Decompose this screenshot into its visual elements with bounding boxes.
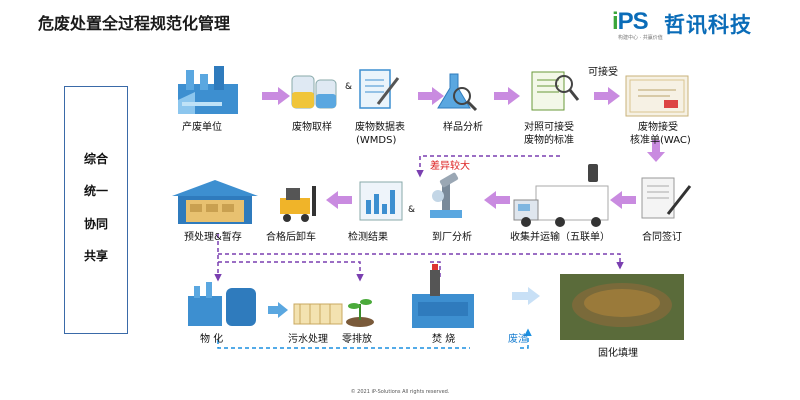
logo-mark: iPS <box>612 8 649 35</box>
lab-flask-icon <box>437 73 478 112</box>
label-producer: 产废单位 <box>182 122 222 133</box>
standard-document-icon <box>531 71 580 111</box>
label-burn: 焚 烧 <box>432 334 456 345</box>
flow-arrow <box>262 87 290 105</box>
label-unload: 合格后卸车 <box>266 232 316 243</box>
flow-arrow <box>610 191 636 209</box>
label-acceptable: 可接受 <box>588 67 618 78</box>
principles-box: 综合 统一 协同 共享 <box>64 86 128 334</box>
truck-icon <box>513 164 609 227</box>
report-icon <box>359 181 403 221</box>
principle-item: 协同 <box>83 217 108 231</box>
label-wac-sub: 核准单(WAC) <box>630 135 691 146</box>
ampersand: & <box>345 82 353 92</box>
flow-arrow <box>484 191 510 209</box>
flow-arrow <box>512 287 540 305</box>
certificate-icon <box>625 75 689 117</box>
flow-arrow <box>326 191 352 209</box>
label-pretreat: 预处理&暂存 <box>184 232 242 243</box>
sewage-tank-icon <box>293 303 343 325</box>
flow-arrow <box>494 87 520 105</box>
label-diff: 差异较大 <box>430 161 470 172</box>
principle-item: 统一 <box>83 184 108 198</box>
factory-icon <box>178 66 238 114</box>
flow-arrow <box>418 87 444 105</box>
flow-arrow <box>647 140 665 162</box>
label-datasheet-sub: (WMDS) <box>356 135 397 146</box>
label-compare-sub: 废物的标准 <box>524 135 574 146</box>
landfill-icon <box>560 274 684 340</box>
label-compare: 对照可接受 <box>524 122 574 133</box>
incinerator-icon <box>412 264 474 328</box>
warehouse-icon <box>172 180 258 224</box>
contract-icon <box>641 177 692 219</box>
flow-arrow <box>268 302 288 318</box>
logo-tagline: 构建中心 · 共赢价值 <box>618 35 663 41</box>
label-datasheet: 废物数据表 <box>355 122 405 133</box>
label-analysis: 样品分析 <box>443 122 483 133</box>
label-zero: 零排放 <box>342 334 372 345</box>
label-factory: 到厂分析 <box>432 232 472 243</box>
label-physchem: 物 化 <box>200 334 224 345</box>
label-sewage: 污水处理 <box>288 334 328 345</box>
copyright: © 2021 iP-Solutions All rights reserved. <box>350 389 450 395</box>
principle-item: 共享 <box>83 249 108 263</box>
logo-name: 哲讯科技 <box>664 13 752 37</box>
company-logo: iPS 构建中心 · 共赢价值 哲讯科技 <box>612 8 772 42</box>
plant-sprout-icon <box>346 299 374 327</box>
label-wac: 废物接受 <box>638 122 678 133</box>
physchem-plant-icon <box>188 282 256 326</box>
label-landfill: 固化填埋 <box>598 348 638 359</box>
datasheet-icon <box>359 69 400 109</box>
label-residue: 废渣 <box>508 334 528 345</box>
principle-item: 综合 <box>83 152 108 166</box>
label-transport: 收集并运输（五联单） <box>510 232 610 243</box>
microscope-icon <box>430 172 462 218</box>
ampersand: & <box>408 205 416 215</box>
flow-arrow <box>594 87 620 105</box>
label-contract: 合同签订 <box>642 232 682 243</box>
page-title: 危废处置全过程规范化管理 <box>38 14 231 33</box>
forklift-icon <box>280 186 316 222</box>
sampling-icon <box>291 75 337 109</box>
label-inspection: 检测结果 <box>348 232 388 243</box>
label-sampling: 废物取样 <box>292 122 332 133</box>
